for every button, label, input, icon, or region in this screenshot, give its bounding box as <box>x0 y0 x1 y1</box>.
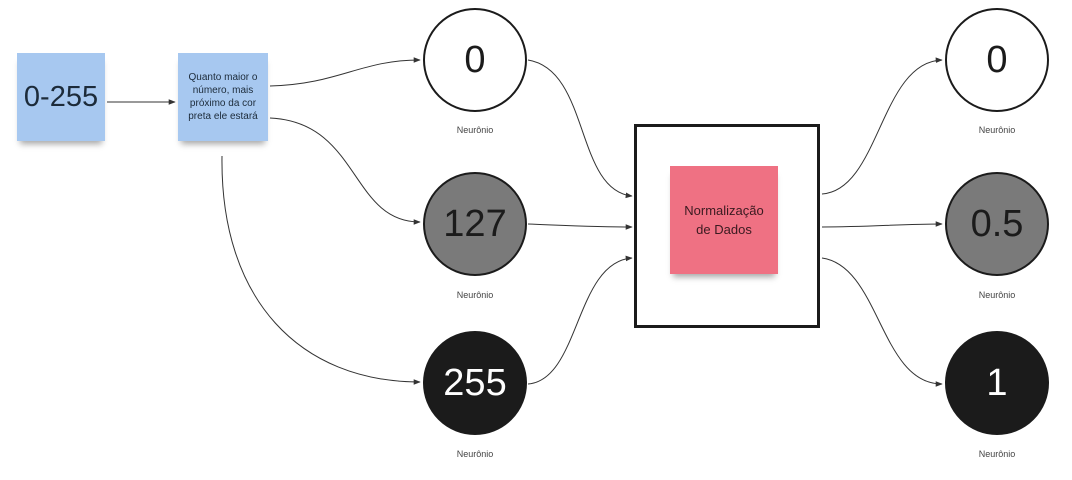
neuron-value: 255 <box>443 361 507 404</box>
output-neuron-05: 0.5 <box>945 172 1049 276</box>
output-neuron-1: 1 <box>945 331 1049 435</box>
arrow-description-to-neuron-127 <box>269 117 421 225</box>
arrow-neuron-127-to-normalization <box>527 223 633 230</box>
input-neuron-0: 0 <box>423 8 527 112</box>
normalization-text: Normalização de Dados <box>684 203 764 237</box>
input-range-note: 0-255 <box>17 53 105 141</box>
normalization-note: Normalização de Dados <box>670 166 778 274</box>
neuron-value: 1 <box>986 361 1008 404</box>
neuron-value: 127 <box>443 202 507 245</box>
neuron-value: 0 <box>986 38 1008 81</box>
arrow-normalization-to-output-1 <box>821 257 943 387</box>
neuron-caption: Neurônio <box>978 125 1016 135</box>
arrow-neuron-0-to-normalization <box>527 59 633 199</box>
arrow-description-to-neuron-0 <box>269 57 421 87</box>
output-neuron-0: 0 <box>945 8 1049 112</box>
neuron-value: 0 <box>464 38 486 81</box>
arrow-normalization-to-output-05 <box>821 221 943 228</box>
neuron-caption: Neurônio <box>978 449 1016 459</box>
arrow-description-to-neuron-255 <box>221 155 421 385</box>
neuron-caption: Neurônio <box>978 290 1016 300</box>
neuron-caption: Neurônio <box>456 290 494 300</box>
neuron-value: 0.5 <box>970 202 1024 245</box>
input-neuron-255: 255 <box>423 331 527 435</box>
description-note: Quanto maior o número, mais próximo da c… <box>178 53 268 141</box>
input-range-text: 0-255 <box>23 80 99 113</box>
description-text: Quanto maior o número, mais próximo da c… <box>188 72 258 122</box>
arrow-neuron-255-to-normalization <box>527 255 633 385</box>
arrow-normalization-to-output-0 <box>821 57 943 195</box>
neuron-caption: Neurônio <box>456 449 494 459</box>
input-neuron-127: 127 <box>423 172 527 276</box>
neuron-caption: Neurônio <box>456 125 494 135</box>
